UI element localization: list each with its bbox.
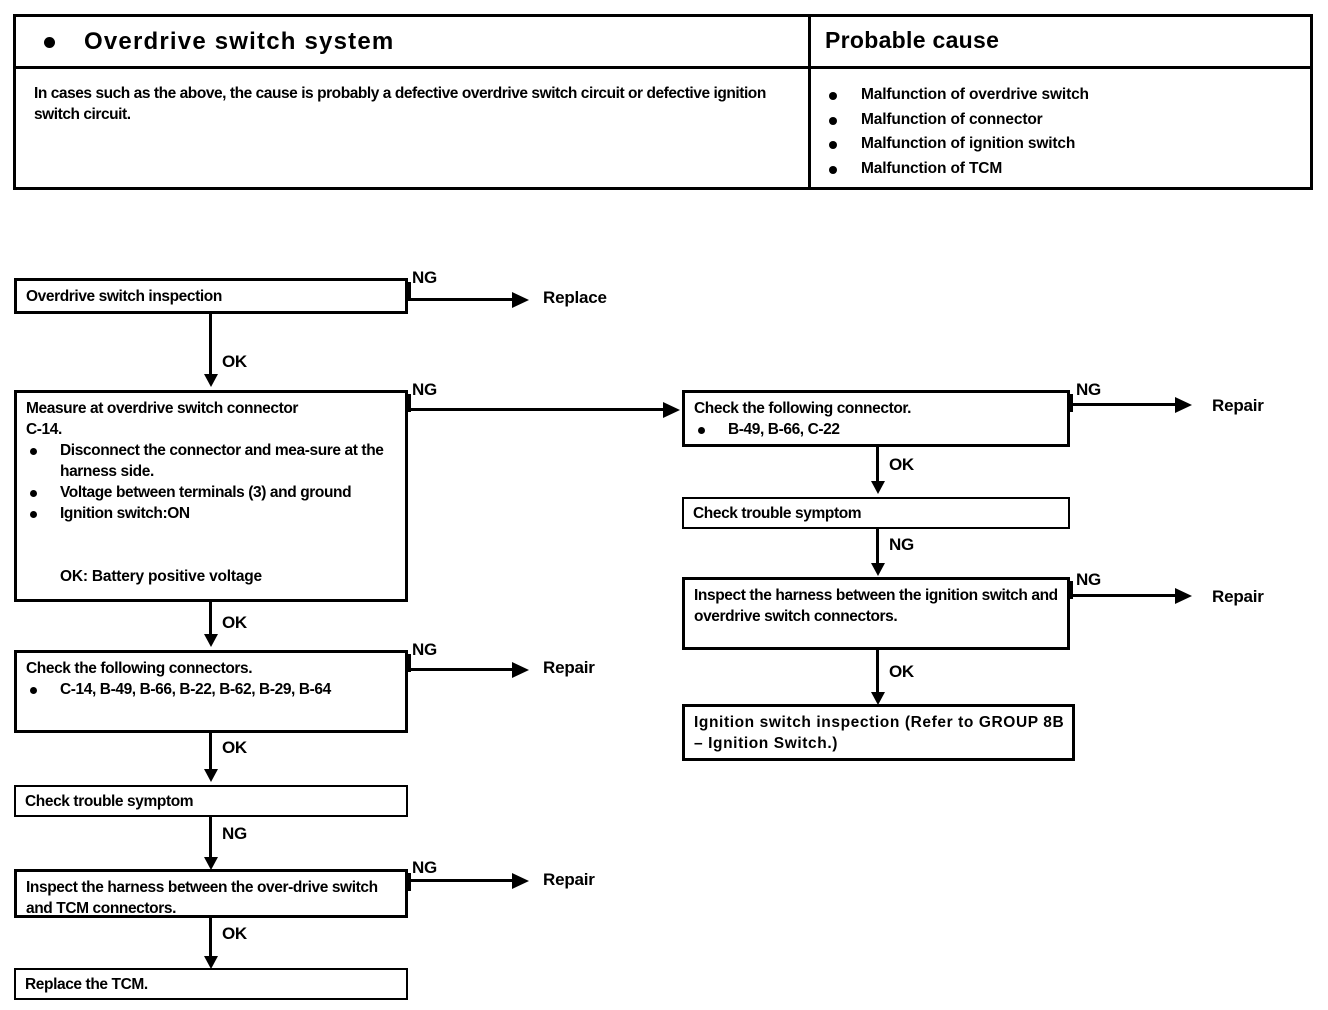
table-header-cell-system: Overdrive switch system [16,17,811,66]
flow-box-check-connectors: Check the following connectors. C-14, B-… [14,650,408,733]
flow-box-label: Check trouble symptom [693,505,862,522]
flow-connector-ok-vertical [209,602,212,636]
flow-terminal-replace: Replace [543,288,607,307]
flow-label-ok: OK [889,455,914,474]
table-header-cell-probable-cause: Probable cause [811,17,1310,66]
flow-label-ok: OK [222,613,247,632]
flow-arrowhead-down [204,857,218,870]
flow-box-bullet-list: B-49, B-66, C-22 [694,419,1061,440]
flow-arrowhead-down [871,563,885,576]
flow-arrowhead-right [1175,588,1192,604]
flow-terminal-repair: Repair [543,870,595,889]
table-cell-description: In cases such as the above, the cause is… [16,69,811,187]
table-header-row: Overdrive switch system Probable cause [16,17,1310,69]
symptom-table: Overdrive switch system Probable cause I… [13,14,1313,190]
flow-arrowhead-down [871,481,885,494]
flow-connector-ng-horizontal [408,879,516,882]
flow-box-label: Check the following connector. [694,400,912,417]
flow-terminal-repair: Repair [1212,587,1264,606]
flow-label-ng: NG [1076,380,1101,399]
flow-box-replace-tcm: Replace the TCM. [14,968,408,1000]
flow-box-overdrive-switch-inspection: Overdrive switch inspection [14,278,408,314]
bullet-icon [44,37,55,48]
flow-connector-ng-horizontal [1070,594,1178,597]
flow-arrowhead-down [204,956,218,969]
flow-connector-ng-vertical [209,817,212,859]
flow-arrowhead-down [204,769,218,782]
flow-box-label: Check the following connectors. [26,660,253,677]
flow-arrowhead-right [512,662,529,678]
flow-connector-ng-vertical [876,529,879,565]
list-item: Malfunction of TCM [823,157,1089,182]
cause-list: Malfunction of overdrive switch Malfunct… [823,83,1089,181]
flow-arrowhead-down [871,692,885,705]
flow-label-ng: NG [412,380,437,399]
flow-box-check-trouble-symptom: Check trouble symptom [14,785,408,817]
flow-arrowhead-down [204,374,218,387]
list-item: Voltage between terminals (3) and ground [26,482,399,503]
flow-label-ok: OK [222,352,247,371]
flow-box-check-trouble-symptom-right: Check trouble symptom [682,497,1070,529]
flow-label-ok: OK [222,738,247,757]
flow-box-label: Inspect the harness between the ignition… [694,587,1058,625]
list-item: C-14, B-49, B-66, B-22, B-62, B-29, B-64 [26,679,399,700]
flow-box-ok-note: OK: Battery positive voltage [60,568,262,585]
flow-connector-ok-vertical [209,314,212,376]
probable-cause-title: Probable cause [825,27,1000,53]
flow-box-label: Ignition switch inspection (Refer to GRO… [694,714,1065,752]
flow-box-label: Inspect the harness between the over-dri… [26,879,378,917]
flow-arrowhead-down [204,634,218,647]
flow-terminal-repair: Repair [543,658,595,677]
flow-label-ok: OK [889,662,914,681]
flow-box-inspect-harness-tcm: Inspect the harness between the over-dri… [14,869,408,918]
flow-box-label: Replace the TCM. [25,976,148,993]
flow-connector-ng-vertical [408,873,411,891]
list-item: Disconnect the connector and mea-sure at… [26,440,399,482]
description-text: In cases such as the above, the cause is… [34,85,766,123]
flow-connector-ng-vertical [1070,581,1073,599]
list-item: Malfunction of connector [823,108,1089,133]
list-item: Malfunction of overdrive switch [823,83,1089,108]
flow-box-label: Overdrive switch inspection [26,288,222,305]
flow-label-ng: NG [412,640,437,659]
page-title: Overdrive switch system [84,28,395,55]
flow-connector-ng-horizontal [408,668,516,671]
flow-box-inspect-harness-ignition: Inspect the harness between the ignition… [682,577,1070,650]
flow-connector-ng-vertical [408,394,411,412]
flow-arrowhead-right [512,873,529,889]
flow-box-label: Check trouble symptom [25,793,194,810]
flow-connector-ng-horizontal [1070,403,1178,406]
flow-label-ng: NG [222,824,247,843]
flow-box-bullet-list: Disconnect the connector and mea-sure at… [26,440,399,524]
list-item: Ignition switch:ON [26,503,399,524]
flow-connector-ng-horizontal [408,408,666,411]
table-cell-causes: Malfunction of overdrive switch Malfunct… [811,69,1310,187]
flow-connector-ok-vertical [876,650,879,694]
flow-box-check-connector-right: Check the following connector. B-49, B-6… [682,390,1070,447]
flow-arrowhead-right [1175,397,1192,413]
flow-label-ok: OK [222,924,247,943]
flow-terminal-repair: Repair [1212,396,1264,415]
flow-label-ng: NG [412,268,437,287]
list-item: Malfunction of ignition switch [823,132,1089,157]
table-body-row: In cases such as the above, the cause is… [16,69,1310,187]
flow-label-ng: NG [889,535,914,554]
flow-connector-ok-vertical [209,918,212,958]
flow-arrowhead-right [512,292,529,308]
flow-connector-ok-vertical [876,447,879,481]
flow-arrowhead-right [663,402,680,418]
flow-connector-ng-vertical [408,654,411,672]
flow-label-ng: NG [412,858,437,877]
flow-box-bullet-list: C-14, B-49, B-66, B-22, B-62, B-29, B-64 [26,679,399,700]
flow-label-ng: NG [1076,570,1101,589]
flow-connector-ok-vertical [209,733,212,771]
flow-box-ignition-switch-inspection: Ignition switch inspection (Refer to GRO… [682,704,1075,761]
flow-connector-ng-horizontal [408,298,516,301]
flow-connector-ng-vertical [408,282,411,300]
list-item: B-49, B-66, C-22 [694,419,1061,440]
